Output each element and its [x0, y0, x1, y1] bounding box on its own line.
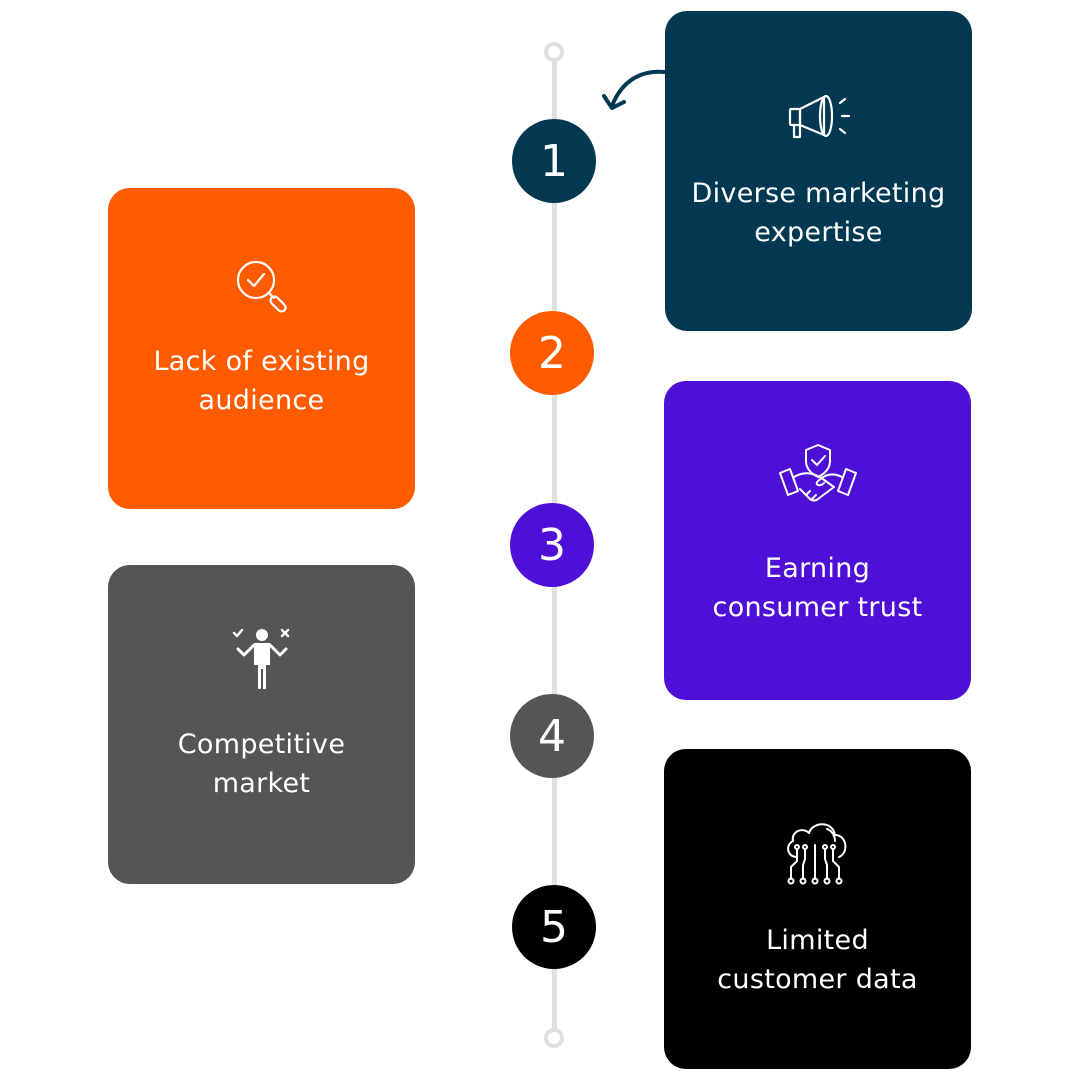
step-4-title: Competitive market — [177, 729, 346, 799]
timeline-end-dot — [544, 1028, 564, 1048]
step-2-title: Lack of existing audience — [153, 346, 370, 416]
curved-arrow-icon — [602, 69, 666, 110]
step-3-number: 3 — [510, 503, 594, 587]
step-1-number: 1 — [512, 119, 596, 203]
step-4-card: Competitive market — [108, 565, 415, 884]
magnifier-check-icon — [236, 260, 287, 313]
step-5-title: Limited customer data — [717, 925, 918, 995]
step-3-card: Earning consumer trust — [664, 381, 971, 700]
step-4-number: 4 — [510, 694, 594, 778]
megaphone-icon — [788, 94, 850, 139]
handshake-shield-icon — [778, 444, 857, 502]
step-1-title: Diverse marketing expertise — [691, 178, 946, 248]
cloud-data-icon — [786, 823, 846, 885]
step-3-title: Earning consumer trust — [712, 553, 923, 623]
step-1-card: Diverse marketing expertise — [665, 11, 972, 331]
step-5-number: 5 — [512, 885, 596, 969]
step-2-number: 2 — [510, 311, 594, 395]
step-2-card: Lack of existing audience — [108, 188, 415, 509]
person-decision-icon — [232, 628, 289, 689]
step-5-card: Limited customer data — [664, 749, 971, 1069]
timeline-start-dot — [544, 42, 564, 62]
